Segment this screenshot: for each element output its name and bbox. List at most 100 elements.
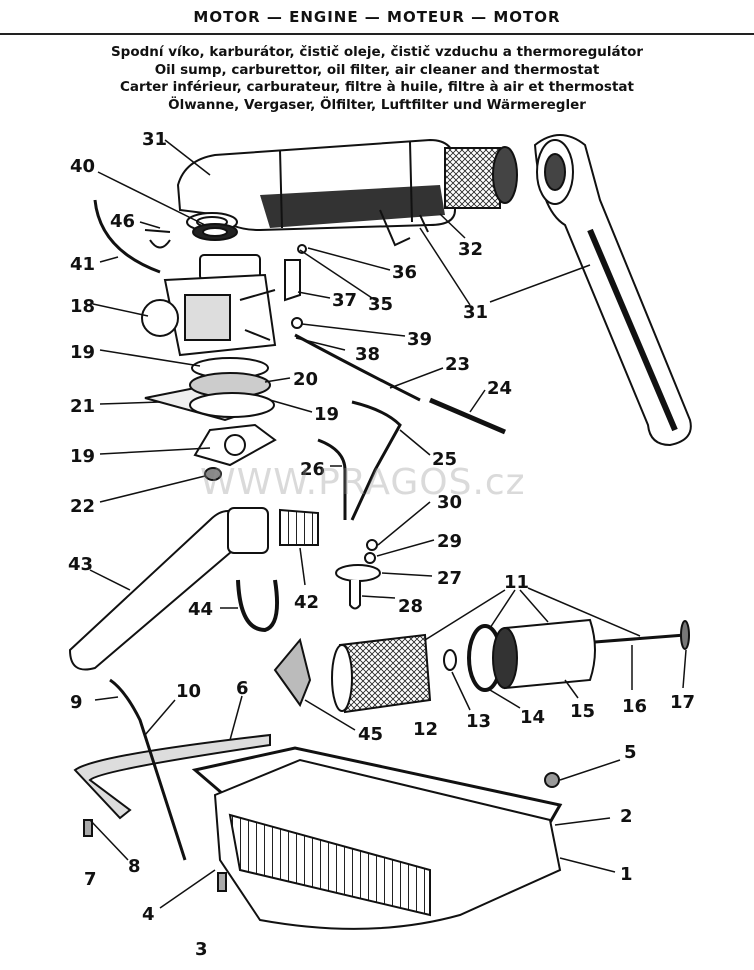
subtitle-czech: Spodní víko, karburátor, čistič oleje, č… xyxy=(110,44,644,60)
nut-22 xyxy=(204,467,222,481)
filter-cover-45 xyxy=(273,637,312,708)
leader-40 xyxy=(97,171,206,226)
thermostat-plate-27 xyxy=(335,564,381,582)
part-label-19a: 19 xyxy=(70,342,95,363)
part-label-44: 44 xyxy=(188,599,213,620)
gasket-19-lower-hole xyxy=(224,434,246,456)
leader-20 xyxy=(264,377,291,383)
air-intake-tube xyxy=(533,134,692,447)
part-label-1: 1 xyxy=(620,864,633,885)
rod-23 xyxy=(294,333,421,402)
part-label-16: 16 xyxy=(622,696,647,717)
thermostat-element-28 xyxy=(349,580,361,610)
part-label-19b: 19 xyxy=(314,404,339,425)
part-label-36: 36 xyxy=(392,262,417,283)
bracket-37 xyxy=(284,259,301,302)
part-label-15: 15 xyxy=(570,701,595,722)
leader-15 xyxy=(564,679,579,699)
air-cleaner-shading xyxy=(260,185,445,228)
filler-tube-collar xyxy=(227,507,269,554)
dipstick-9 xyxy=(109,678,187,861)
leader-39 xyxy=(301,323,406,337)
part-label-17: 17 xyxy=(670,692,695,713)
leader-19b xyxy=(269,399,313,413)
leader-43 xyxy=(89,569,131,591)
drain-plug-5 xyxy=(544,772,560,788)
filter-element-12-end xyxy=(331,644,353,712)
leader-38 xyxy=(295,337,346,351)
part-label-35: 35 xyxy=(368,294,393,315)
leader-11d xyxy=(527,587,641,637)
part-label-13: 13 xyxy=(466,711,491,732)
leader-46 xyxy=(139,221,161,229)
part-label-7: 7 xyxy=(84,869,97,890)
part-label-8: 8 xyxy=(128,856,141,877)
bolt-16-17 xyxy=(594,633,686,644)
bolt-7 xyxy=(83,819,93,837)
washer-39 xyxy=(291,317,303,329)
subtitle-french: Carter inférieur, carburateur, filtre à … xyxy=(120,79,634,95)
part-label-28: 28 xyxy=(398,596,423,617)
leader-11b xyxy=(489,589,516,629)
washer-35 xyxy=(297,244,307,254)
leader-10 xyxy=(144,699,176,736)
part-label-42: 42 xyxy=(294,592,319,613)
sump-frame-6 xyxy=(73,733,271,820)
leader-22 xyxy=(99,475,206,503)
part-label-37: 37 xyxy=(332,290,357,311)
filler-cap-42 xyxy=(279,508,319,546)
intake-tube-shading xyxy=(587,228,678,432)
gasket-19-mid xyxy=(189,392,275,418)
leader-25 xyxy=(399,429,431,456)
header-rule xyxy=(0,33,754,35)
part-label-25: 25 xyxy=(432,449,457,470)
fuel-line-41 xyxy=(93,199,161,274)
filter-housing-15-rim xyxy=(492,627,518,689)
part-label-5: 5 xyxy=(624,742,637,763)
leader-23 xyxy=(389,367,444,389)
part-label-40: 40 xyxy=(70,156,95,177)
carburettor-float-cover xyxy=(141,299,179,337)
sump-pan-1 xyxy=(213,758,562,930)
air-cleaner-strap xyxy=(279,141,413,229)
filler-tube-43 xyxy=(68,510,247,671)
subtitle-german: Ölwanne, Vergaser, Ölfilter, Luftfilter … xyxy=(168,96,586,113)
part-label-29: 29 xyxy=(437,531,462,552)
leader-35 xyxy=(299,249,376,301)
fuel-clip-46 xyxy=(144,229,171,249)
leader-37 xyxy=(297,291,331,299)
control-rods xyxy=(284,244,506,521)
part-label-2: 2 xyxy=(620,806,633,827)
leader-42 xyxy=(299,547,306,586)
sealing-ring-40-hole xyxy=(202,227,228,237)
carburettor-assembly xyxy=(93,199,277,357)
carburettor-linkage xyxy=(239,289,276,341)
washer-30 xyxy=(366,539,378,551)
leader-31b-a xyxy=(419,227,471,306)
part-label-32: 32 xyxy=(458,239,483,260)
leader-30 xyxy=(377,501,431,546)
part-label-22: 22 xyxy=(70,496,95,517)
filter-element-12 xyxy=(338,633,432,714)
header: MOTOR — ENGINE — MOTEUR — MOTOR xyxy=(0,0,754,36)
part-label-10: 10 xyxy=(176,681,201,702)
leader-31b-b xyxy=(489,264,591,303)
oil-filter-assembly xyxy=(273,618,690,714)
air-cleaner-mesh-element xyxy=(444,147,501,209)
leader-9 xyxy=(94,696,119,701)
wire-26 xyxy=(317,438,347,520)
part-label-14: 14 xyxy=(520,707,545,728)
leader-lines xyxy=(89,139,687,909)
part-label-20: 20 xyxy=(293,369,318,390)
bolt-17-head xyxy=(680,620,690,650)
air-cleaner-cap xyxy=(492,146,518,204)
part-label-4: 4 xyxy=(142,904,155,925)
leader-13 xyxy=(451,671,471,711)
part-label-31b: 31 xyxy=(463,302,488,323)
part-label-31a: 31 xyxy=(142,129,167,150)
leader-24 xyxy=(469,389,486,413)
leader-5 xyxy=(559,759,621,781)
thermostat-assembly xyxy=(335,539,381,610)
leader-45 xyxy=(304,699,356,731)
